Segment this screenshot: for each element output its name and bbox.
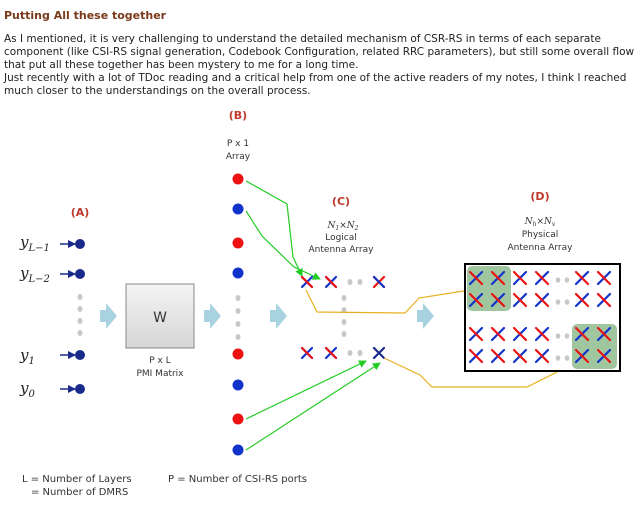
csi-rs-port-array [232,173,244,456]
ellipsis-dot [555,333,561,339]
svg-text:yL−2: yL−2 [19,264,50,285]
intro-paragraph-1: As I mentioned, it is very challenging t… [4,33,635,71]
layer-y-l-2: yL−2 [19,264,85,285]
label-c: (C) [332,195,350,208]
antenna-element [512,326,528,342]
ellipsis-dot [564,277,570,283]
antenna-element [574,292,590,308]
intro-text: As I mentioned, it is very challenging t… [4,33,636,98]
port-mapping-arrows [245,180,381,451]
antenna-element [468,326,484,342]
antenna-element [534,326,550,342]
ellipsis-dot [555,355,561,361]
w-matrix-symbol: W [153,310,167,326]
ellipsis-dot [564,299,570,305]
d-caption-1: Physical [522,230,559,240]
antenna-element [468,348,484,364]
antenna-element [534,348,550,364]
flow-arrow-b-to-c [270,303,287,329]
legend-csi-rs-ports: P = Number of CSI-RS ports [168,474,307,485]
label-b: (B) [229,109,247,122]
antenna-element [490,292,506,308]
svg-text:y0: y0 [19,379,35,400]
ellipsis-dot [555,299,561,305]
label-a: (A) [71,206,90,219]
w-matrix-caption: PMI Matrix [136,369,184,379]
svg-text:y1: y1 [19,346,35,367]
ellipsis-dot [555,277,561,283]
antenna-element [596,292,612,308]
antenna-element [596,348,612,364]
antenna-element [534,292,550,308]
c-dimension: N1×N2 [327,221,359,232]
layer-y-0: y0 [19,379,85,400]
d-dimension: Nh×Nv [524,217,556,228]
section-heading: Putting All these together [4,9,167,22]
flow-arrow-c-to-d [417,303,434,329]
c-caption-1: Logical [325,233,357,243]
antenna-element [490,348,506,364]
flow-arrow-w-to-b [204,303,221,329]
antenna-element [490,270,506,286]
w-matrix-dimension: P x L [149,356,171,366]
flow-arrow-a-to-w [100,303,117,329]
legend-dmrs: = Number of DMRS [31,487,128,498]
antenna-element [512,270,528,286]
layer-y-l-1: yL−1 [19,233,85,254]
c-caption-2: Antenna Array [309,245,375,255]
physical-antenna-elements [468,270,612,364]
logical-antenna-array [300,275,386,360]
b-dimension: P x 1 [227,139,249,149]
d-caption-2: Antenna Array [508,243,574,253]
antenna-element [512,292,528,308]
antenna-element [574,326,590,342]
antenna-element [534,270,550,286]
legend-layers: L = Number of Layers [22,474,132,485]
antenna-element [574,270,590,286]
w-matrix-box [125,283,195,349]
svg-text:yL−1: yL−1 [19,233,50,254]
ellipsis-dot [564,333,570,339]
label-d: (D) [530,190,549,203]
ellipsis-dot [564,355,570,361]
intro-paragraph-2: Just recently with a lot of TDoc reading… [4,72,627,97]
b-caption: Array [226,152,251,162]
layer-ellipsis-dots [77,294,83,336]
antenna-element [468,270,484,286]
layer-y-1: y1 [19,346,85,367]
antenna-element [490,326,506,342]
antenna-element [596,270,612,286]
antenna-element [596,326,612,342]
antenna-element [468,292,484,308]
antenna-element [512,348,528,364]
antenna-element [574,348,590,364]
